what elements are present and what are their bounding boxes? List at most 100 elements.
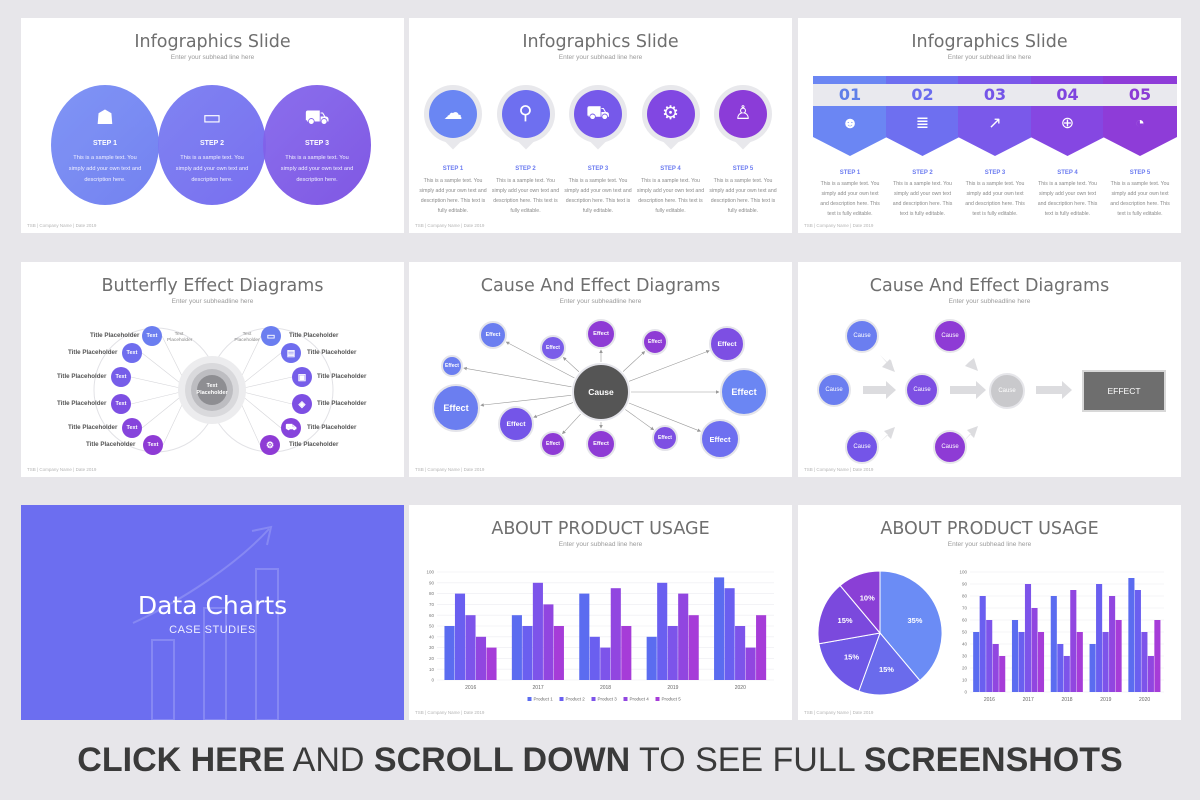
- y-tick-label: 10: [429, 667, 435, 672]
- step-tab-4: 04⊕: [1030, 76, 1105, 156]
- step-pin-1: ☁: [424, 85, 482, 150]
- bar-2018-2: [589, 636, 600, 680]
- effect-arrow: [480, 394, 572, 407]
- slide-infographics-pins[interactable]: Infographics Slide Enter your subhead li…: [409, 18, 792, 233]
- bar-2018-5: [621, 626, 632, 680]
- legend-swatch: [655, 697, 660, 701]
- slide-footer: TSB | Company Name | Date 2019: [804, 223, 874, 228]
- title-placeholder-left: Title Placeholder: [68, 424, 118, 431]
- bar-2017-3: [532, 582, 543, 680]
- document-icon: ▤: [281, 343, 301, 363]
- bar-2016-2: [454, 593, 466, 680]
- slide-title: Infographics Slide: [522, 32, 679, 52]
- bar-2020-2: [1134, 590, 1141, 692]
- bar-2017-2: [1018, 632, 1025, 692]
- x-tick-label: 2020: [1139, 697, 1150, 703]
- y-tick-label: 50: [429, 624, 435, 629]
- cart-icon: ⛟: [304, 107, 330, 129]
- legend-swatch: [591, 697, 596, 701]
- slide-cause-effect-flow[interactable]: Cause And Effect Diagrams Enter your sub…: [798, 262, 1181, 477]
- step-label: STEP 1: [839, 170, 861, 176]
- slide-cause-effect-radial[interactable]: Cause And Effect Diagrams Enter your sub…: [409, 262, 792, 477]
- slide-product-usage-bars[interactable]: ABOUT PRODUCT USAGE Enter your subhead l…: [409, 505, 792, 720]
- slide-subtitle: Enter your subheadline here: [948, 298, 1031, 305]
- y-tick-label: 90: [429, 580, 435, 585]
- slide-infographics-circles[interactable]: Infographics Slide Enter your subhead li…: [21, 18, 404, 233]
- effect-arrow: [463, 366, 572, 388]
- step-label: STEP 3: [587, 166, 609, 172]
- y-tick-label: 80: [429, 591, 435, 596]
- step-pin-4: ⚙: [641, 85, 700, 150]
- slide-footer: TSB | Company Name | Date 2019: [804, 710, 874, 715]
- bar-2019-3: [667, 626, 678, 680]
- x-tick-label: 2017: [533, 685, 544, 691]
- x-tick-label: 2019: [1100, 697, 1111, 703]
- bar-2017-5: [1037, 632, 1045, 692]
- scroll-cta-banner[interactable]: CLICK HERE AND SCROLL DOWN TO SEE FULL S…: [0, 720, 1200, 800]
- slide-title: Cause And Effect Diagrams: [869, 276, 1110, 296]
- effect-arrow: [628, 350, 710, 382]
- title-placeholder-right: Title Placeholder: [307, 424, 357, 431]
- step-text: This is a sample text. You simply add yo…: [965, 181, 1025, 217]
- pie-slice-2: [858, 632, 921, 696]
- people-icon: ☻: [813, 106, 887, 156]
- effect-node: Effect: [498, 406, 534, 442]
- slide-infographics-tabs[interactable]: Infographics Slide Enter your subhead li…: [798, 18, 1181, 233]
- y-tick-label: 60: [429, 613, 435, 618]
- slide-butterfly-effect[interactable]: Butterfly Effect Diagrams Enter your sub…: [21, 262, 404, 477]
- bar-2017-2: [522, 626, 533, 680]
- y-tick-label: 20: [962, 666, 968, 671]
- step-label: STEP 3: [984, 170, 1006, 176]
- step-circle-3: ⛟ STEP 3 This is a sample text. You simp…: [263, 85, 371, 205]
- step-number: 03: [958, 84, 1032, 106]
- title-placeholder-right: Title Placeholder: [289, 441, 339, 448]
- effect-arrow: [533, 402, 574, 418]
- chat-icon: ▣: [292, 367, 312, 387]
- pie-slice-5: [839, 570, 881, 635]
- center-node: Text Placeholder: [196, 383, 228, 396]
- slide-product-usage-pie-bars[interactable]: ABOUT PRODUCT USAGE Enter your subhead l…: [798, 505, 1181, 720]
- effect-arrow: [562, 357, 580, 372]
- slide-title: ABOUT PRODUCT USAGE: [880, 519, 1099, 539]
- y-tick-label: 70: [429, 602, 435, 607]
- text-node-left: Text: [122, 418, 142, 438]
- slide-data-charts-cover[interactable]: Data Charts CASE STUDIES: [21, 505, 404, 720]
- bar-2016-4: [475, 636, 487, 680]
- bar-2019-3: [1102, 632, 1109, 692]
- pie-label: 35%: [907, 616, 922, 625]
- text-node-left: Text: [142, 326, 162, 346]
- step-label: STEP 1: [93, 140, 117, 147]
- cta-screenshots: SCREENSHOTS: [863, 741, 1123, 779]
- top-right-label: Text Placeholder: [234, 332, 260, 343]
- database-icon: ≣: [885, 106, 960, 156]
- step-tab-5: 05◔: [1103, 76, 1177, 156]
- bar-2019-1: [646, 636, 657, 680]
- cause-node: Cause: [845, 430, 879, 464]
- x-tick-label: 2017: [1023, 697, 1034, 703]
- step-text: This is a sample text. You simply add yo…: [419, 178, 487, 214]
- slide-subtitle: Enter your subhead line here: [947, 54, 1032, 61]
- butterfly-diagram: [93, 327, 334, 453]
- effect-node: Effect: [700, 419, 740, 459]
- user-icon: ♙: [719, 90, 767, 138]
- title-placeholder-right: Title Placeholder: [289, 332, 339, 339]
- slide-subtitle: Enter your subhead line here: [170, 54, 255, 61]
- title-placeholder-right: Title Placeholder: [307, 349, 357, 356]
- bar-2018-4: [610, 588, 621, 680]
- cover-subtitle: CASE STUDIES: [169, 624, 256, 636]
- bar-2020-4: [1147, 656, 1154, 692]
- tab-top-bar: [885, 76, 960, 84]
- step-tab-1: 01☻: [813, 76, 887, 156]
- bar-2017-4: [1031, 608, 1038, 692]
- text-node-left: Text: [122, 343, 142, 363]
- effect-box: EFFECT: [1082, 370, 1166, 412]
- bar-2019-4: [678, 593, 689, 680]
- y-tick-label: 100: [959, 570, 967, 575]
- slide-subtitle: Enter your subhead line here: [558, 541, 643, 548]
- bar-2017-5: [553, 626, 564, 680]
- slide-footer: TSB | Company Name | Date 2019: [804, 467, 874, 472]
- bar-2016-4: [992, 644, 999, 692]
- effect-arrow: [622, 351, 646, 372]
- cta-click-here[interactable]: CLICK HERE: [77, 741, 286, 779]
